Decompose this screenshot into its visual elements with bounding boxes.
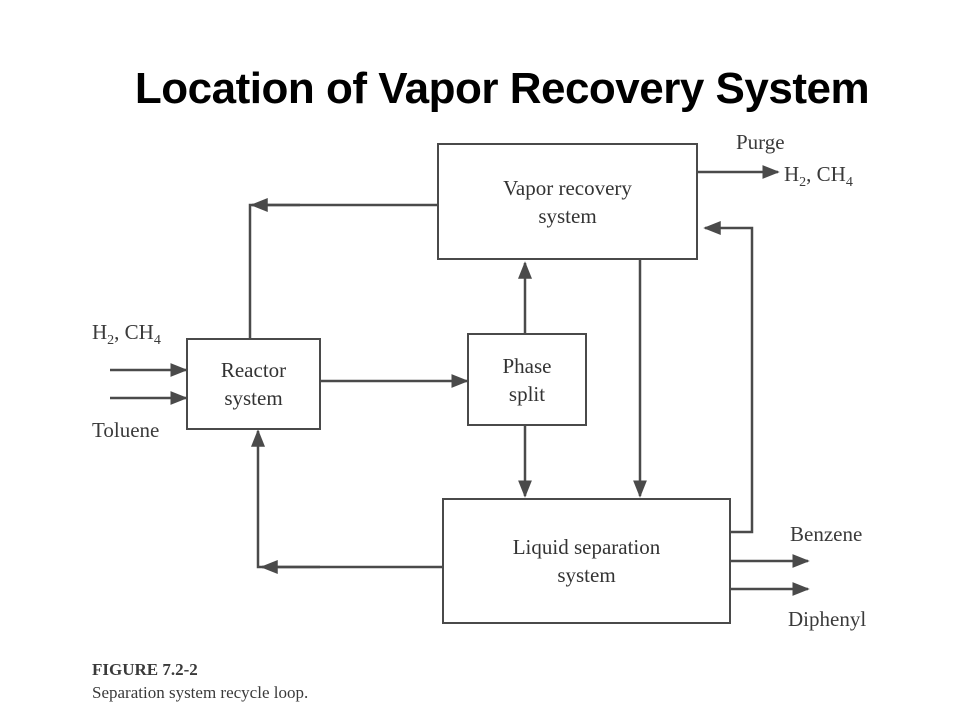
benzene-label: Benzene [790,522,863,546]
toluene-recycle-line [251,429,442,569]
purge-label: Purge [736,130,785,154]
phase-split-label: Phase split [502,353,552,406]
vapor-recovery-system-box: Vapor recovery system [437,143,698,260]
purge-h2-ch4-label: H2, CH4 [784,162,853,191]
toluene-label: Toluene [92,418,160,442]
diphenyl-label: Diphenyl [788,607,867,631]
recycle-gas-line [248,203,437,340]
reactor-system-box: Reactor system [186,338,321,430]
figure-caption: Separation system recycle loop. [92,683,309,702]
vapor-recovery-label: Vapor recovery system [503,175,632,228]
liquid-separation-system-box: Liquid separation system [442,498,731,624]
figure-number: FIGURE 7.2-2 [92,660,198,679]
liquid-separation-label: Liquid separation system [512,535,661,587]
reactor-system-label: Reactor system [220,358,287,410]
phase-split-box: Phase split [467,333,587,426]
feed-h2-ch4-label: H2, CH4 [92,320,161,349]
page-title: Location of Vapor Recovery System [134,64,870,113]
light-ends-recycle-line [703,221,754,534]
